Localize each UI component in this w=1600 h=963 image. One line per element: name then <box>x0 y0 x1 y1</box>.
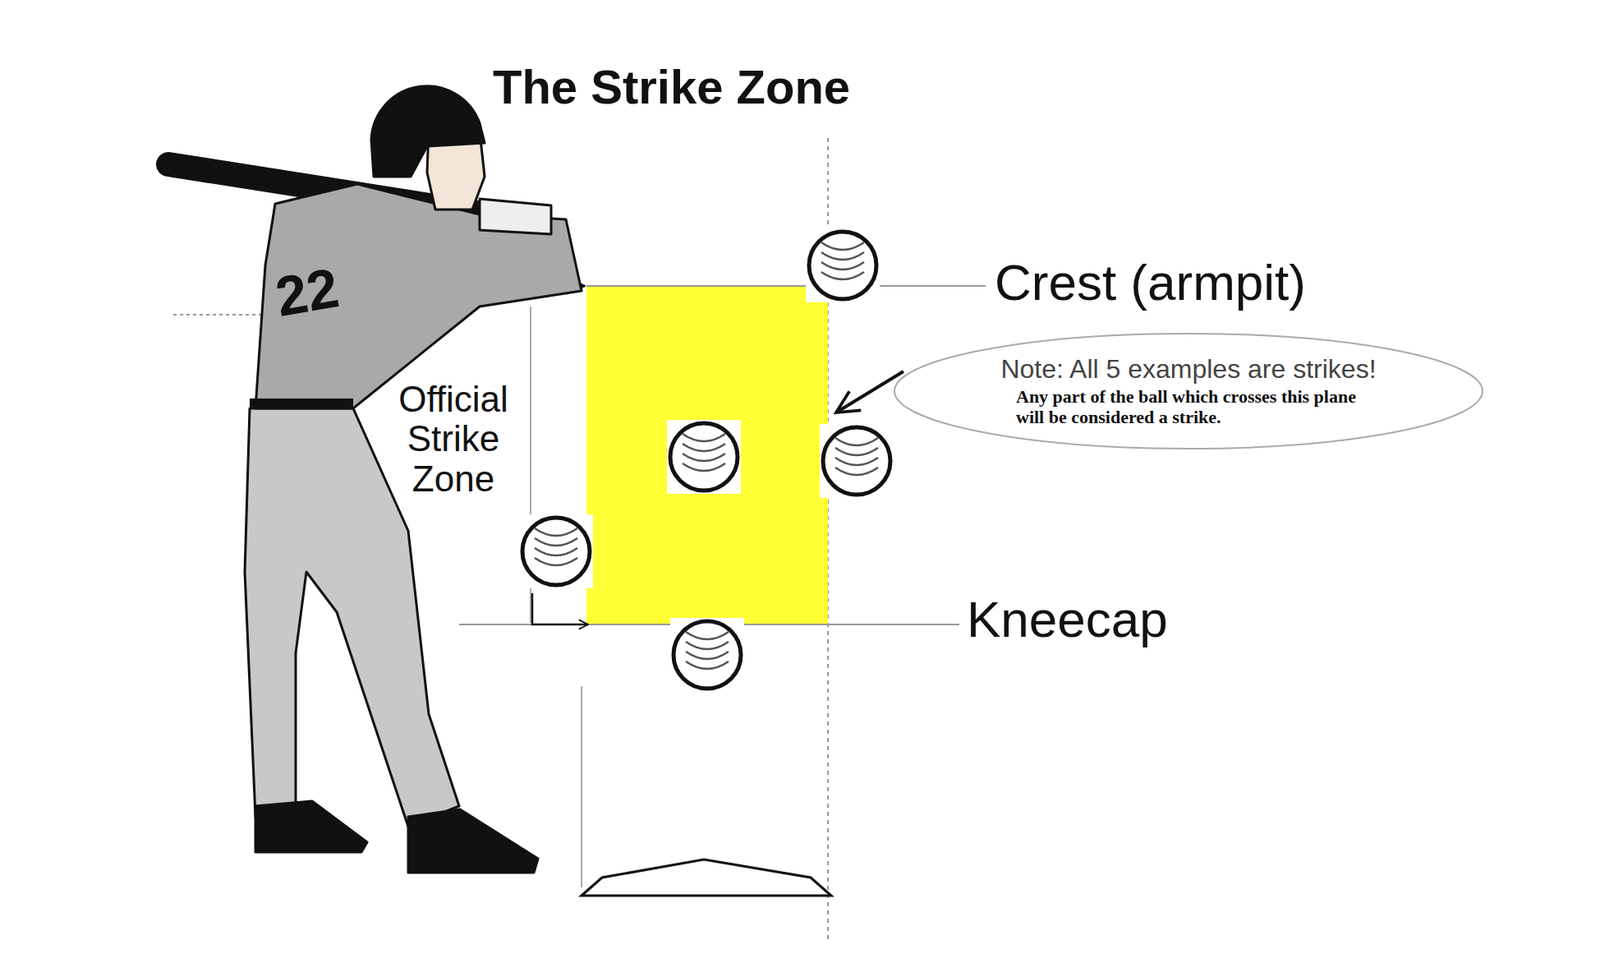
crest-line <box>586 285 986 287</box>
batter-figure <box>168 86 582 873</box>
strike-zone <box>586 285 828 625</box>
baseball <box>666 419 741 494</box>
home-plate <box>581 859 832 896</box>
note-ellipse: Note: All 5 examples are strikes!Any par… <box>892 331 1485 451</box>
jersey-number: 22 <box>271 256 343 328</box>
baseball <box>519 514 594 589</box>
height-label: Crest (armpit) <box>994 254 1306 311</box>
pointer-arrow <box>532 593 589 625</box>
baseball <box>819 423 894 498</box>
height-label: Kneecap <box>966 591 1168 648</box>
note-heading: Note: All 5 examples are strikes! <box>1000 354 1376 385</box>
guide-line <box>173 313 276 316</box>
guide-line <box>580 685 583 888</box>
pointer-arrow <box>836 371 904 413</box>
zone-label: Official Strike Zone <box>379 379 528 499</box>
baseball <box>670 617 745 692</box>
note-body: Any part of the ball which crosses this … <box>1016 386 1361 428</box>
title: The Strike Zone <box>492 59 851 115</box>
baseball <box>805 228 880 303</box>
